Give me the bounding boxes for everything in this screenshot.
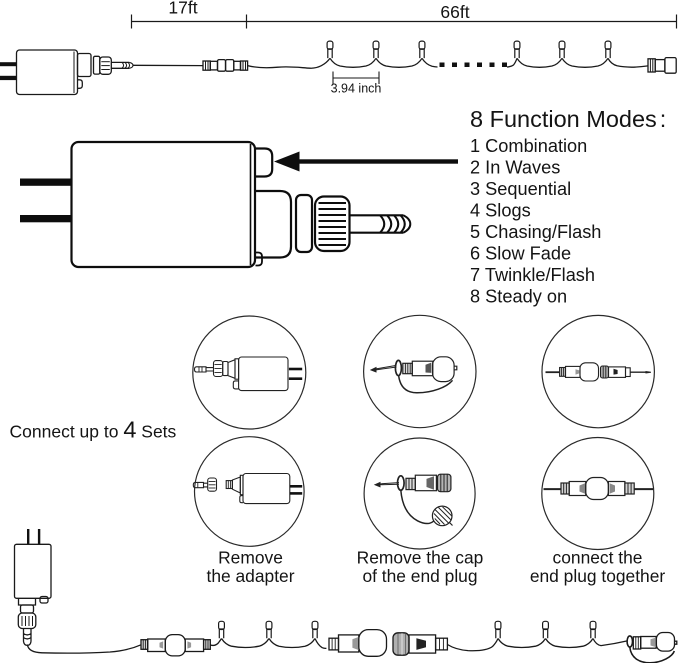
svg-text:4 Slogs: 4 Slogs: [470, 201, 531, 221]
svg-text:3.94 inch: 3.94 inch: [331, 82, 382, 96]
svg-text:of the end plug: of the end plug: [362, 566, 477, 586]
svg-text:connect the: connect the: [553, 548, 643, 568]
svg-text:7 Twinkle/Flash: 7 Twinkle/Flash: [470, 265, 595, 285]
svg-text:2 In Waves: 2 In Waves: [470, 158, 560, 178]
svg-text:8 Function Modes:: 8 Function Modes:: [470, 106, 666, 132]
svg-text:3 Sequential: 3 Sequential: [470, 179, 571, 199]
svg-text:Remove the cap: Remove the cap: [357, 548, 484, 568]
svg-text:17ft: 17ft: [168, 0, 197, 18]
svg-text:5 Chasing/Flash: 5 Chasing/Flash: [470, 222, 601, 242]
svg-text:Connect up to 4 Sets: Connect up to 4 Sets: [10, 417, 177, 443]
svg-text:1 Combination: 1 Combination: [470, 136, 587, 156]
svg-text:66ft: 66ft: [440, 2, 469, 22]
svg-text:8 Steady on: 8 Steady on: [470, 287, 567, 307]
svg-text:the adapter: the adapter: [207, 566, 295, 586]
svg-text:Remove: Remove: [218, 548, 283, 568]
svg-text:6 Slow Fade: 6 Slow Fade: [470, 244, 571, 264]
svg-text:end plug together: end plug together: [530, 566, 666, 586]
